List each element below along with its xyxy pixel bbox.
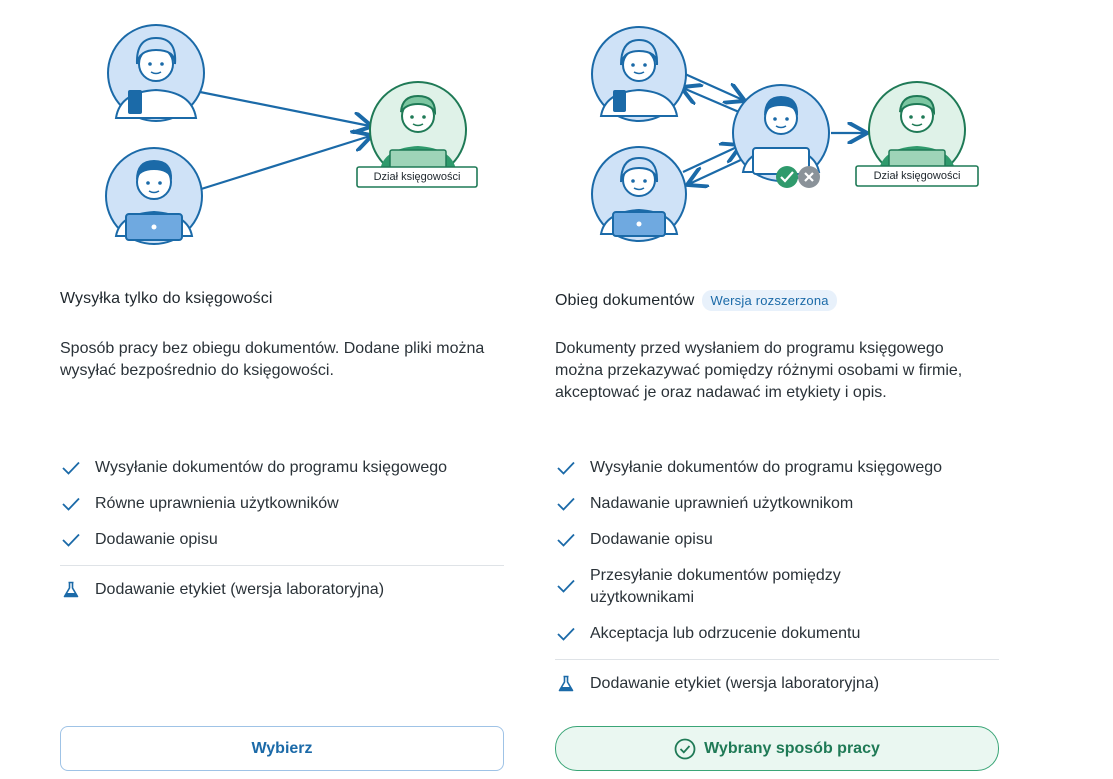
accounting-avatar [868, 81, 966, 179]
selected-workflow-button[interactable]: Wybrany sposób pracy [555, 726, 999, 771]
check-circle-icon [674, 738, 696, 760]
feature-item: Nadawanie uprawnień użytkownikom [555, 493, 999, 515]
approve-reject-icons [776, 166, 820, 188]
feature-list: Wysyłanie dokumentów do programu księgow… [60, 457, 504, 615]
check-icon [555, 623, 577, 645]
feature-item: Akceptacja lub odrzucenie dokumentu [555, 623, 999, 645]
feature-label: Równe uprawnienia użytkowników [95, 495, 339, 512]
option-title-row: Obieg dokumentów Wersja rozszerzona [555, 290, 837, 311]
lab-feature-item: Dodawanie etykiet (wersja laboratoryjna) [60, 579, 504, 601]
user-woman-avatar [107, 24, 205, 122]
accounting-tag-label: Dział księgowości [373, 171, 461, 183]
feature-divider [60, 565, 504, 566]
check-icon [60, 529, 82, 551]
feature-item: Wysyłanie dokumentów do programu księgow… [60, 457, 504, 479]
check-icon [555, 493, 577, 515]
check-icon [60, 493, 82, 515]
feature-label: Wysyłanie dokumentów do programu księgow… [590, 459, 943, 476]
feature-label: Przesyłanie dokumentów pomiędzy użytkown… [590, 567, 841, 606]
check-icon [555, 457, 577, 479]
lab-feature-label: Dodawanie etykiet (wersja laboratoryjna) [590, 675, 880, 692]
accounting-avatar [369, 81, 467, 179]
feature-label: Dodawanie opisu [95, 531, 218, 548]
lab-feature-item: Dodawanie etykiet (wersja laboratoryjna) [555, 673, 999, 695]
option-description: Dokumenty przed wysłaniem do programu ks… [555, 340, 963, 401]
feature-label: Nadawanie uprawnień użytkownikom [590, 495, 854, 512]
feature-item: Przesyłanie dokumentów pomiędzy użytkown… [555, 565, 999, 609]
manager-avatar [732, 84, 830, 182]
user-woman-avatar [591, 26, 687, 122]
accounting-tag-label: Dział księgowości [873, 170, 961, 182]
illustration-accounting-only: Dział księgowości [60, 0, 504, 260]
option-title-row: Wysyłka tylko do księgowości [60, 290, 273, 308]
user-woman-laptop-avatar [591, 146, 687, 242]
feature-item: Wysyłanie dokumentów do programu księgow… [555, 457, 999, 479]
flask-icon [555, 673, 577, 695]
choose-button-label: Wybierz [251, 739, 313, 757]
illustration-document-workflow: Dział księgowości [555, 0, 999, 260]
feature-item: Równe uprawnienia użytkowników [60, 493, 504, 515]
check-icon [555, 529, 577, 551]
choose-button[interactable]: Wybierz [60, 726, 504, 771]
feature-divider [555, 659, 999, 660]
selected-workflow-label: Wybrany sposób pracy [704, 739, 880, 757]
feature-label: Wysyłanie dokumentów do programu księgow… [95, 459, 448, 476]
lab-feature-label: Dodawanie etykiet (wersja laboratoryjna) [95, 581, 385, 598]
option-description: Sposób pracy bez obiegu dokumentów. Doda… [60, 340, 485, 379]
option-title: Obieg dokumentów [555, 291, 695, 309]
check-icon [60, 457, 82, 479]
extended-version-badge: Wersja rozszerzona [702, 290, 837, 311]
feature-list: Wysyłanie dokumentów do programu księgow… [555, 457, 999, 709]
check-icon [555, 575, 577, 597]
feature-label: Dodawanie opisu [590, 531, 713, 548]
flask-icon [60, 579, 82, 601]
user-man-avatar [105, 147, 203, 245]
option-document-workflow: Dział księgowości Obieg dokumentów Wersj… [555, 0, 999, 779]
option-accounting-only: Dział księgowości Wysyłka tylko do księg… [60, 0, 504, 779]
option-title: Wysyłka tylko do księgowości [60, 290, 273, 307]
feature-label: Akceptacja lub odrzucenie dokumentu [590, 625, 861, 642]
feature-item: Dodawanie opisu [555, 529, 999, 551]
feature-item: Dodawanie opisu [60, 529, 504, 551]
